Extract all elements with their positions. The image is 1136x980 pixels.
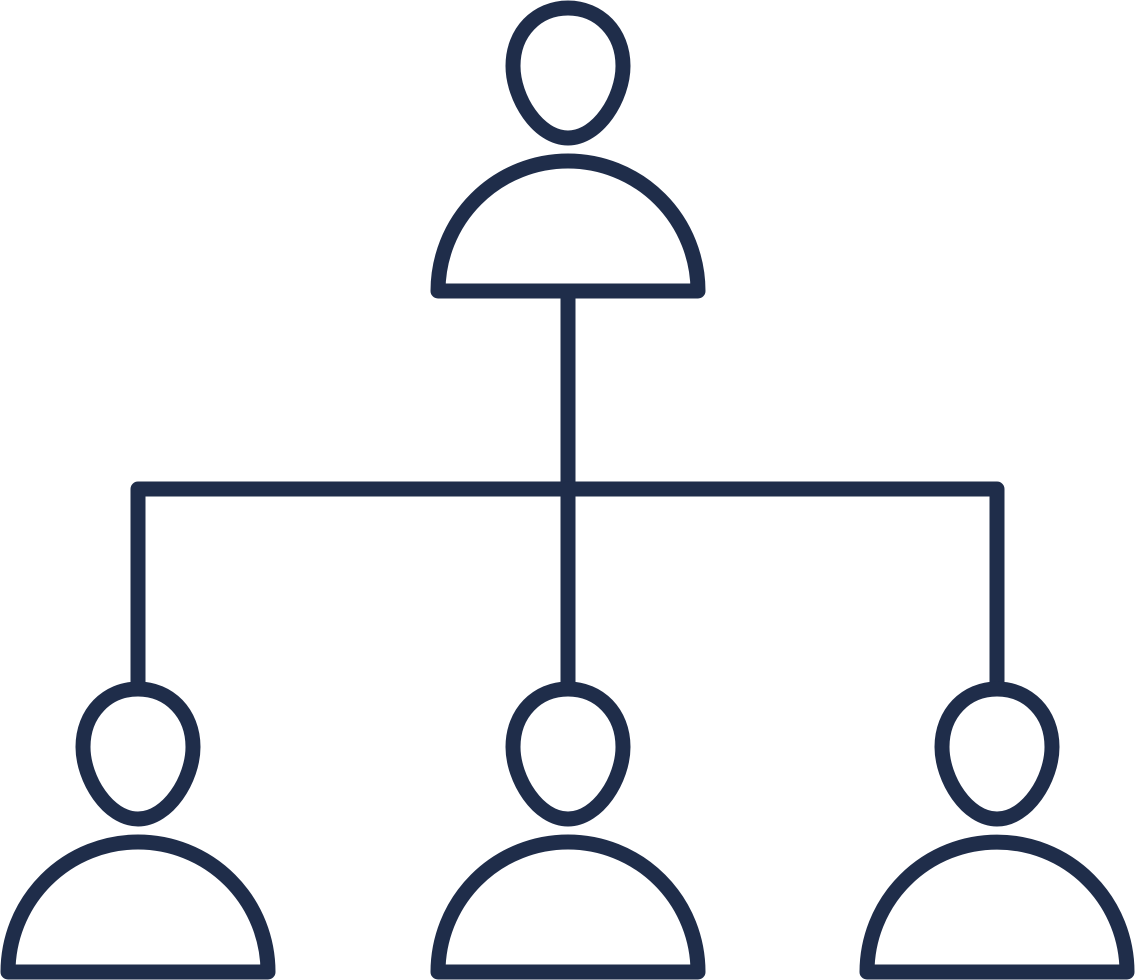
person-icon-body <box>859 834 1135 980</box>
person-icon-head <box>934 681 1060 827</box>
connector-lines <box>130 283 1005 691</box>
person-right <box>859 681 1135 980</box>
person-icon-head <box>505 681 631 827</box>
person-top <box>430 0 706 299</box>
person-icon-head <box>505 0 631 146</box>
person-icon-head <box>75 681 201 827</box>
person-icon-body <box>430 153 706 299</box>
person-icon-body <box>0 834 276 980</box>
person-icon-body <box>430 834 706 980</box>
person-left <box>0 681 276 980</box>
person-center <box>430 681 706 980</box>
